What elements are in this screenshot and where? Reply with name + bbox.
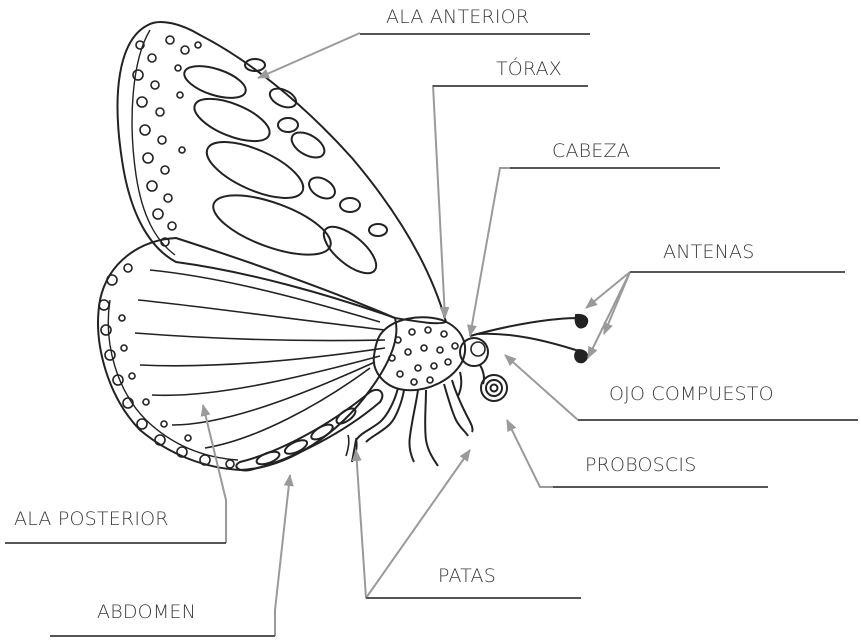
rule-ala-anterior: [360, 33, 590, 35]
rule-cabeza: [510, 167, 720, 169]
label-patas: PATAS: [438, 565, 496, 587]
rule-ojo-compuesto: [578, 419, 858, 421]
thorax: [374, 317, 465, 390]
label-ojo-compuesto: OJO COMPUESTO: [609, 383, 774, 405]
rule-patas: [366, 597, 581, 599]
leader-lines: [203, 33, 630, 636]
label-antenas: ANTENAS: [663, 241, 755, 263]
proboscis: [480, 365, 507, 401]
rule-antenas: [630, 271, 845, 273]
hindwing: [98, 238, 396, 470]
rule-torax: [433, 85, 588, 87]
label-proboscis: PROBOSCIS: [585, 454, 696, 476]
rule-abdomen: [50, 635, 275, 637]
rule-ala-posterior: [5, 542, 226, 544]
label-cabeza: CABEZA: [552, 140, 630, 162]
label-ala-posterior: ALA POSTERIOR: [14, 508, 169, 530]
legs: [346, 372, 473, 466]
label-torax: TÓRAX: [496, 58, 562, 80]
label-ala-anterior: ALA ANTERIOR: [386, 6, 529, 28]
label-abdomen: ABDOMEN: [97, 601, 196, 623]
rule-proboscis: [553, 486, 768, 488]
